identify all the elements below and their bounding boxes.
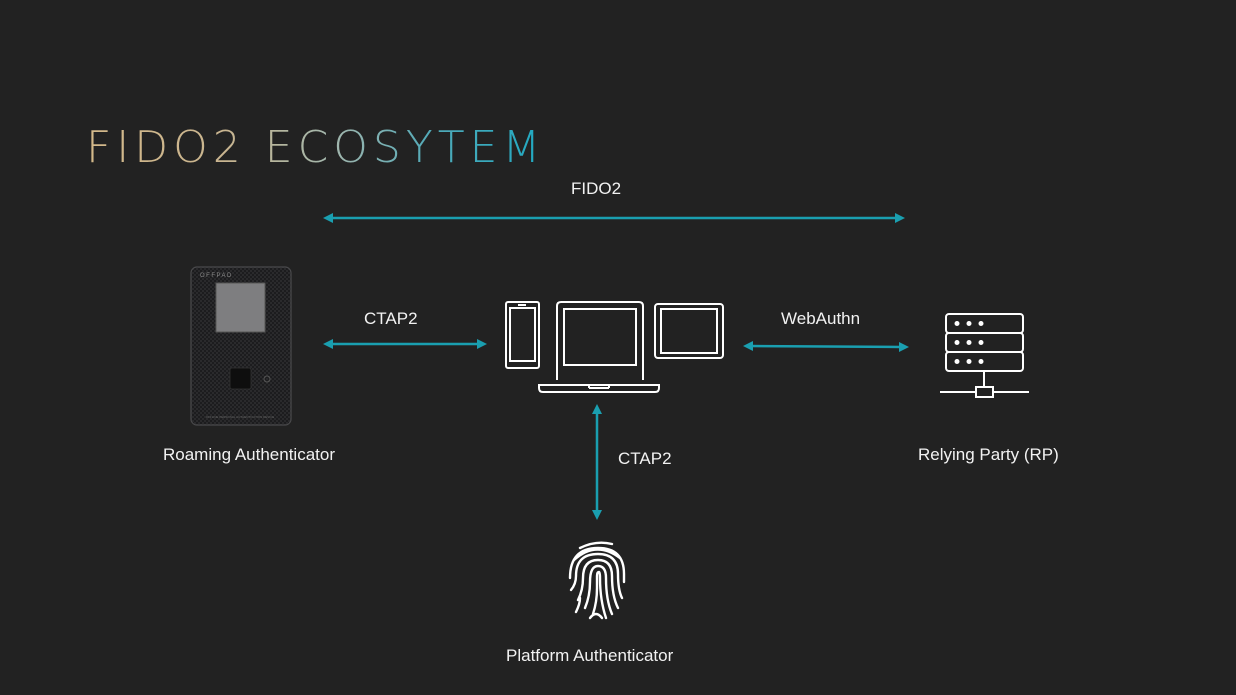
- device-tagline: OFFLINE PERSONAL AUTHENTICATION DEVICE: [206, 415, 275, 419]
- slide-title: FIDO2 ECOSYTEM: [86, 122, 546, 173]
- ctap2-platform-label: CTAP2: [618, 449, 672, 468]
- offpad-device: OFFPAD OFFLINE PERSONAL AUTHENTICATION D…: [190, 266, 292, 426]
- fingerprint-icon: [568, 541, 626, 620]
- fido2-label: FIDO2: [571, 179, 622, 198]
- device-brand: OFFPAD: [200, 273, 233, 279]
- relying-party-caption: Relying Party (RP): [918, 445, 1059, 464]
- phone-laptop-tablet-icon: [505, 301, 724, 393]
- webauthn-label: WebAuthn: [781, 309, 861, 328]
- roaming-authenticator-caption: Roaming Authenticator: [163, 445, 335, 464]
- server-icon: [940, 313, 1029, 398]
- platform-authenticator-caption: Platform Authenticator: [506, 646, 674, 665]
- ctap2-roaming-label: CTAP2: [364, 309, 418, 328]
